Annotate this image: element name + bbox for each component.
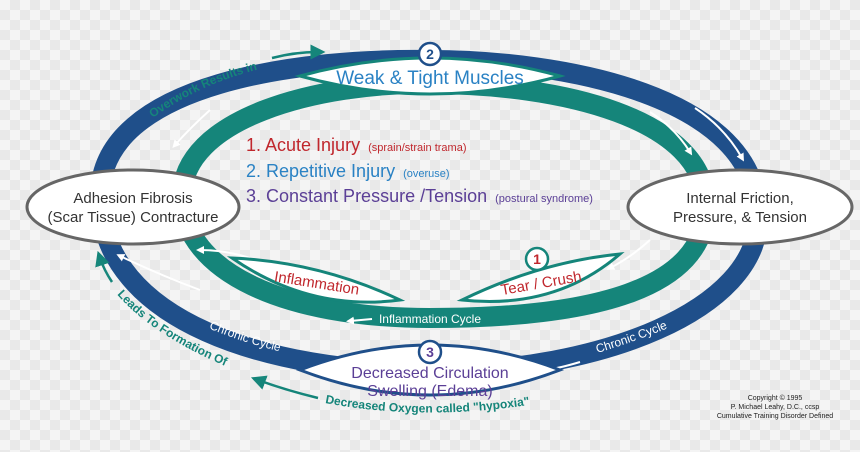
flow-arrow bbox=[172, 109, 211, 148]
number-badge-3 bbox=[417, 339, 443, 365]
decreased-circulation-label-line1: Decreased Circulation bbox=[351, 365, 508, 382]
copyright-title: Cumulative Training Disorder Defined bbox=[716, 413, 834, 420]
leads-arrow bbox=[95, 250, 114, 283]
flow-arrow bbox=[694, 107, 744, 162]
hypoxia-arrow bbox=[250, 375, 319, 400]
weak-tight-muscles-label: Weak & Tight Muscles bbox=[336, 68, 524, 89]
adhesion-fibrosis-label-line2: (Scar Tissue) Contracture bbox=[48, 209, 219, 226]
inflammation-cycle-label: Inflammation Cycle bbox=[379, 312, 481, 326]
number-badge-1-label: 1 bbox=[533, 251, 541, 267]
weak-tight-muscles-shape bbox=[294, 56, 566, 96]
decreased-circulation-shape bbox=[295, 343, 565, 397]
internal-friction-label-line2: Pressure, & Tension bbox=[673, 209, 807, 226]
inflammation-shape bbox=[226, 256, 406, 304]
number-badge-2-label: 2 bbox=[426, 46, 434, 62]
flow-arrow bbox=[116, 254, 201, 291]
cause-1: 1. Acute Injury(sprain/strain trama) bbox=[246, 135, 467, 155]
copyright-line: Copyright © 1995 bbox=[747, 395, 803, 402]
copyright-author: P. Michael Leahy, D.C., ccsp bbox=[730, 404, 820, 411]
adhesion-fibrosis-oval bbox=[25, 168, 241, 246]
overwork-arrow bbox=[271, 44, 326, 60]
cause-3: 3. Constant Pressure /Tension(postural s… bbox=[246, 186, 593, 206]
flow-arrow bbox=[649, 111, 693, 156]
tear-crush-shape bbox=[456, 252, 625, 304]
number-badge-2 bbox=[417, 41, 443, 67]
flow-arrow bbox=[196, 246, 251, 259]
flow-arrow bbox=[346, 316, 373, 325]
cause-2: 2. Repetitive Injury(overuse) bbox=[246, 161, 450, 181]
internal-friction-oval bbox=[626, 168, 854, 246]
copyright-block: Copyright © 1995 P. Michael Leahy, D.C.,… bbox=[700, 394, 850, 421]
adhesion-fibrosis-label-line1: Adhesion Fibrosis bbox=[73, 190, 192, 207]
number-badge-1 bbox=[524, 246, 550, 272]
decreased-circulation-label-line2: Swelling (Edema) bbox=[367, 383, 492, 400]
number-badge-3-label: 3 bbox=[426, 344, 434, 360]
flow-arrow bbox=[606, 239, 651, 270]
internal-friction-label-line1: Internal Friction, bbox=[686, 190, 794, 207]
